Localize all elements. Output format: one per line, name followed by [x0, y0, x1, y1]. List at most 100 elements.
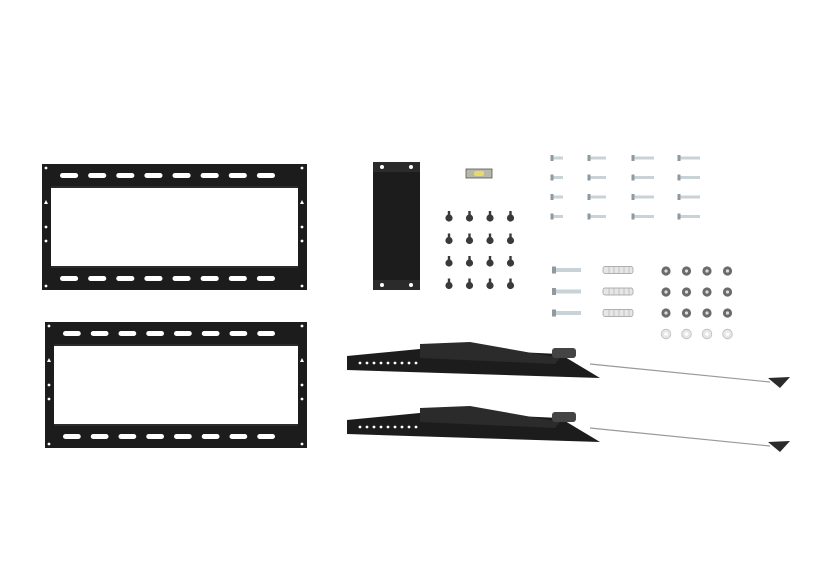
screw-head [631, 155, 635, 161]
plate-hole [300, 324, 304, 328]
plate-slot [201, 331, 220, 336]
spacer-top [373, 162, 420, 172]
plate-arrow [44, 200, 48, 204]
arm-hole [414, 361, 418, 365]
plate-slot [256, 173, 275, 178]
screw-shank [590, 195, 606, 199]
arm-hole [393, 361, 397, 365]
plate-slot [146, 434, 164, 439]
plate-hole [44, 284, 48, 288]
tilt-arms-group [347, 342, 790, 452]
spacer-hole [380, 283, 384, 287]
plate-slot [118, 434, 137, 439]
arm-hole [379, 425, 383, 429]
nut [465, 259, 474, 267]
plate-slot [144, 276, 163, 281]
arm-hole [400, 361, 404, 365]
spacer-bottom [373, 280, 420, 290]
plate-slot [256, 276, 275, 281]
nut [445, 281, 453, 290]
nut-bore [664, 311, 668, 315]
screw-head [587, 213, 591, 220]
plate-hole [300, 284, 304, 288]
nut [465, 236, 474, 245]
screw-head [587, 155, 591, 161]
screw-grid [550, 155, 700, 220]
plate-slot [257, 331, 275, 336]
wall-plate-1 [42, 164, 307, 290]
nut-stem [468, 256, 471, 261]
nut-bore [725, 269, 730, 273]
screw-shank [590, 215, 606, 218]
wall-plate-2 [45, 322, 307, 448]
screw-head [677, 194, 681, 200]
plate-hole [300, 225, 304, 229]
nut-stem [488, 278, 492, 284]
spacer-block [373, 162, 420, 290]
nut-stem [447, 211, 451, 216]
nut-bore [725, 311, 730, 315]
anchor-bolt-grid [552, 266, 634, 317]
nut [506, 259, 515, 267]
plate-hole [300, 397, 304, 401]
plate-hole [300, 239, 304, 243]
lag-bolt-head [552, 309, 556, 317]
wall-plates-group [42, 164, 307, 448]
arm-hole [365, 425, 369, 429]
screw-shank [590, 176, 606, 179]
nut [506, 214, 515, 222]
screw-shank [680, 215, 700, 218]
plate-slot [116, 173, 135, 178]
spacer-hole [409, 283, 413, 287]
screw-shank [553, 215, 563, 218]
screw-head [631, 174, 635, 181]
nut-bore [684, 290, 689, 294]
plate-hole [47, 383, 51, 387]
screw-shank [680, 195, 700, 199]
plate-slot [63, 434, 81, 439]
plate-hole [44, 225, 48, 229]
nut-stem [509, 278, 512, 284]
tilt-arm-1 [347, 342, 790, 388]
nut-bore [684, 269, 689, 273]
plate-hole [300, 166, 304, 170]
nut-stem [488, 256, 492, 261]
arm-hole [379, 361, 383, 365]
plate-slot [144, 173, 163, 178]
plate-arrow [47, 358, 51, 362]
screw-head [677, 155, 681, 161]
arm-upper [420, 406, 560, 428]
plate-slot [229, 331, 248, 336]
plate-slot [174, 331, 192, 336]
arm-hole [400, 425, 404, 429]
nut-bore [664, 290, 668, 294]
plate-slot [88, 173, 107, 178]
nut-stem [447, 278, 451, 284]
tilt-arm-2 [347, 406, 790, 452]
lag-bolt [555, 289, 581, 294]
nut [506, 281, 515, 290]
plate-inner-lip [51, 186, 298, 188]
screw-shank [553, 195, 563, 199]
spacer-hole [409, 165, 413, 169]
nut [486, 214, 494, 222]
nut-bore [664, 269, 668, 273]
nut-stem [509, 256, 512, 261]
plate-inner-lip [54, 424, 298, 426]
plate-slot [229, 434, 248, 439]
nut-bore [684, 311, 689, 315]
screw-head [587, 174, 591, 181]
nut-bore [705, 269, 709, 273]
screw-head [587, 194, 591, 200]
spacer-body [373, 162, 420, 290]
washer-nut-grid [660, 266, 733, 340]
screw-shank [680, 176, 700, 179]
plate-slot [172, 276, 191, 281]
spacer-hole [380, 165, 384, 169]
screw-head [677, 213, 681, 220]
arm-hole [414, 425, 418, 429]
nut [445, 236, 453, 245]
screw-shank [553, 156, 563, 160]
nut-stem [468, 278, 471, 284]
nut [465, 281, 474, 290]
